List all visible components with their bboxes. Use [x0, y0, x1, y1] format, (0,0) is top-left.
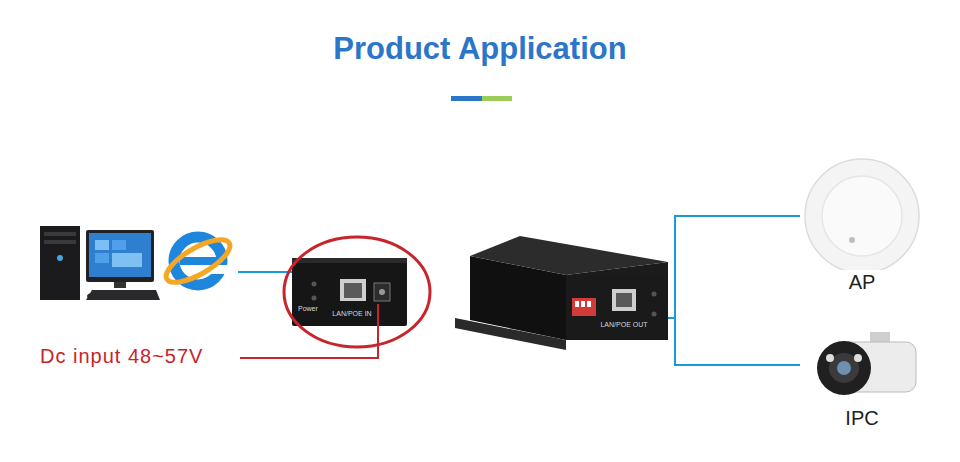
- browser-icon: [160, 232, 235, 291]
- camera-icon: [800, 330, 924, 402]
- leader-line: [240, 304, 378, 358]
- port-label: LAN/POE IN: [332, 310, 371, 318]
- extender-device: [455, 236, 668, 350]
- page-title: Product Application: [0, 30, 960, 67]
- network-cable: [668, 216, 800, 318]
- accent-bar: [482, 96, 512, 101]
- accent-bar: [451, 96, 482, 101]
- computer-icon: [40, 226, 160, 300]
- injector-panel: PowerLAN/POE IN: [292, 258, 407, 326]
- access-point: AP: [800, 152, 924, 296]
- access-point-icon: [800, 152, 924, 270]
- camera: IPC: [800, 330, 924, 432]
- highlight-ellipse: [284, 237, 430, 347]
- extender-panel: LAN/POE OUT: [566, 275, 668, 340]
- network-cable: [668, 318, 800, 365]
- port-label: LAN/POE OUT: [600, 321, 647, 329]
- device-label: AP: [849, 270, 876, 294]
- port-label: Power: [298, 305, 318, 313]
- power-input-label: Dc input 48~57V: [40, 344, 203, 368]
- device-label: IPC: [845, 406, 878, 430]
- injector-device: [292, 258, 407, 326]
